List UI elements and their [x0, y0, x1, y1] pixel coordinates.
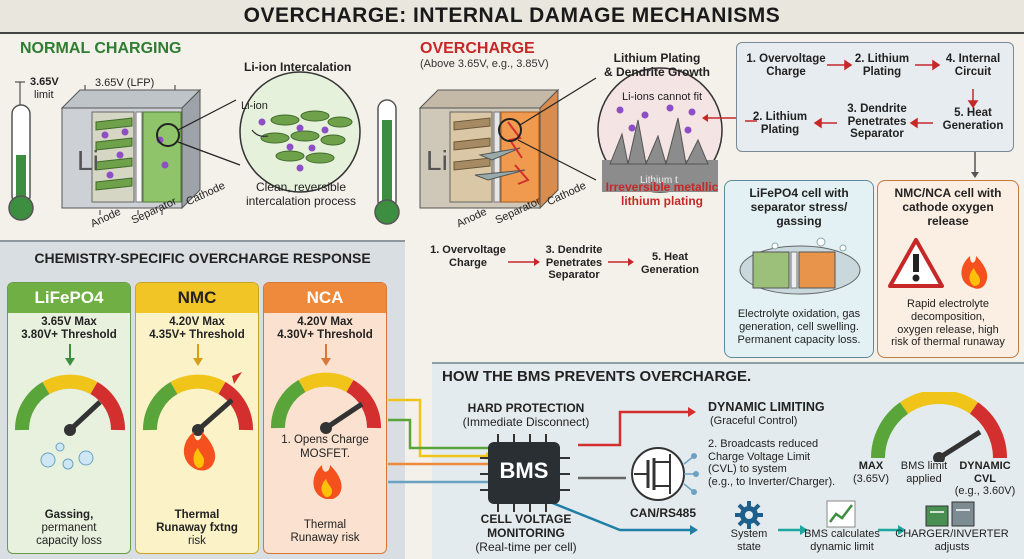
bms-connectors	[388, 398, 906, 535]
normal-cell-diagram	[8, 71, 361, 221]
oc-flow-arrows	[508, 258, 634, 266]
bms-chip-icon	[480, 434, 570, 512]
limit-value: 3.65V	[30, 76, 59, 88]
normal-charging-heading: NORMAL CHARGING	[20, 40, 182, 57]
overcharge-cell-diagram	[374, 67, 723, 225]
flow-box-arrows	[745, 59, 979, 129]
plating-zoom-metal: Lithium t	[640, 175, 678, 186]
warning-fire-icon	[888, 238, 988, 290]
plating-zoom-note: Li-ions cannot fit	[622, 91, 703, 103]
swollen-cell-icon	[739, 237, 861, 295]
card-nca-name: NCA	[264, 283, 386, 313]
dynamic-limiting-label: DYNAMIC LIMITING	[708, 400, 825, 414]
overcharge-cell-letter: Li	[426, 145, 448, 176]
plating-zoom-title: Lithium Plating& Dendrite Growth	[603, 51, 710, 79]
li-ion-label: Li-ion	[241, 100, 268, 112]
card-nmc-name: NMC	[136, 283, 258, 313]
gauge-dynamic-cvl-label: DYNAMIC CVL(e.g., 3.60V)	[954, 460, 1016, 498]
charger-inverter-icon	[925, 501, 975, 527]
page-title: OVERCHARGE: INTERNAL DAMAGE MECHANISMS	[243, 4, 781, 27]
trend-chart-icon	[826, 500, 856, 528]
chemistry-title: CHEMISTRY-SPECIFIC OVERCHARGE RESPONSE	[34, 250, 371, 266]
bms-chip-label: BMS	[499, 458, 549, 483]
can-label: CAN/RS485	[630, 506, 697, 520]
cvl-gauge	[870, 392, 1008, 462]
overcharge-subheading: (Above 3.65V, e.g., 3.85V)	[420, 58, 549, 70]
flow-box-pointer	[702, 114, 736, 122]
hard-protection-label: HARD PROTECTION(Immediate Disconnect)	[462, 401, 590, 429]
card-nmc-gauge	[142, 344, 254, 471]
card-lfp-name: LiFePO4	[8, 283, 130, 313]
card-nca-fire-icon	[313, 464, 342, 499]
flow-box-down-arrow	[971, 152, 979, 178]
gauge-max-label: MAX(3.65V)	[852, 460, 890, 485]
overcharge-heading: OVERCHARGE	[420, 40, 535, 57]
bms-title: HOW THE BMS PREVENTS OVERCHARGE.	[442, 368, 752, 385]
thermometer-icon	[8, 104, 34, 221]
normal-cell-letter: Li	[77, 145, 99, 176]
thermometer-hot-icon	[374, 99, 400, 225]
mosfet-icon	[631, 447, 699, 501]
graceful-control-label: (Graceful Control)	[710, 415, 798, 427]
lfp-label: 3.65V (LFP)	[95, 77, 155, 89]
limit-label: limit	[34, 89, 54, 101]
zoom-title: Li-ion Intercalation	[244, 60, 352, 74]
title-bar: OVERCHARGE: INTERNAL DAMAGE MECHANISMS	[0, 0, 1024, 34]
card-lfp-gauge	[14, 344, 126, 470]
gear-icon	[735, 501, 763, 529]
card-nca-gauge	[270, 344, 382, 435]
